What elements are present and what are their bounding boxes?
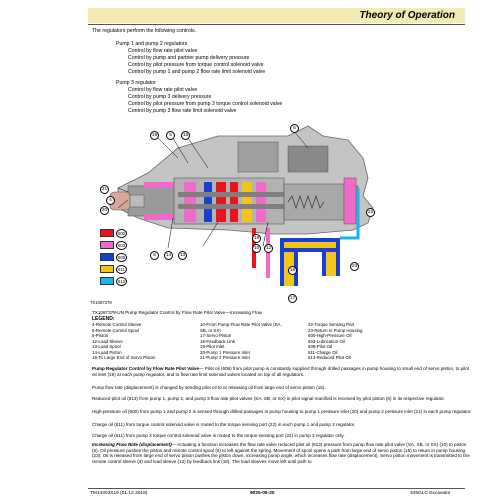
callout-23: 23 [350, 262, 359, 271]
pump3-line: Control by pump 3 delivery pressure [128, 94, 212, 100]
body-paragraph: Reduced pilot oil (613) from pump 1, pum… [92, 396, 445, 401]
servo-passage [343, 177, 357, 225]
lube-oil-area [144, 182, 174, 188]
regulator-diagram: TX1087378 [90, 125, 374, 305]
intro-text: The regulators perform the following con… [92, 28, 197, 34]
body-paragraph: Charge oil (611) from torque control sol… [92, 422, 356, 427]
callout-5: 5 [166, 131, 175, 140]
footer-model: 345GLC Excavator [410, 491, 451, 496]
charge-line-right [326, 252, 336, 276]
header-band-left [88, 8, 210, 23]
swatch-600 [100, 229, 114, 237]
charge-oil-port [242, 182, 252, 222]
upper-valve [237, 141, 279, 173]
callout-22: 22 [366, 208, 375, 217]
upper-valve [287, 145, 329, 173]
high-pressure-port [216, 182, 226, 222]
pump12-heading: Pump 1 and pump 2 regulators [116, 41, 188, 47]
charge-line [284, 242, 336, 248]
pump3-heading: Pump 3 regulator [116, 80, 156, 86]
lube-oil-port [184, 182, 196, 222]
callout-19: 19 [150, 131, 159, 140]
swatch-603 [100, 241, 114, 249]
swatch-613 [100, 277, 114, 285]
pump12-line: Control by pilot pressure from torque co… [128, 62, 264, 68]
pump3-line: Control by pump 3 flow rate limit soleno… [128, 108, 237, 114]
lube-oil-port [256, 182, 266, 222]
header-rule [88, 24, 465, 25]
pilot-oil-port [204, 182, 212, 222]
callout-18: 18 [252, 234, 261, 243]
pump12-line: Control by flow rate pilot valve [128, 48, 198, 54]
swatch-label-609: 609 [116, 253, 127, 262]
body-paragraph: Increasing Flow Rate (displacement)— Act… [92, 442, 470, 465]
load-spool [178, 204, 288, 209]
callout-15: 15 [181, 131, 190, 140]
body-paragraph: Pump Regulator Control by Flow Rate Pilo… [92, 366, 470, 377]
page-title: Theory of Operation [210, 8, 465, 23]
swatch-label-600: 600 [116, 229, 127, 238]
pump12-line: Control by pump and partner pump deliver… [128, 55, 250, 61]
callout-8: 8 [150, 251, 159, 260]
swatch-label-611: 611 [116, 265, 127, 274]
pump3-line: Control by flow rate pilot valve [128, 87, 198, 93]
high-pressure-port [230, 182, 238, 222]
swatch-label-613: 613 [116, 277, 127, 286]
callout-4: 4 [106, 196, 115, 205]
remote-control-spool [178, 192, 288, 197]
figure-code: TX1087378 [90, 300, 112, 305]
spring [287, 194, 325, 210]
body-paragraph: High-pressure oil (600) from pump 1 and … [92, 409, 472, 414]
callout-20: 20 [100, 206, 109, 215]
piston-rod [129, 194, 145, 208]
footer-doc-id: TM14303X19 (01.12.2018) [90, 491, 148, 496]
swatch-609 [100, 253, 114, 261]
swatch-611 [100, 265, 114, 273]
callout-12: 12 [264, 244, 273, 253]
body-paragraph: Charge oil (611) from pump 3 torque cont… [92, 433, 345, 438]
legend-column-2: 10-From Pump Flow Rate Pilot Valve (SA,S… [200, 322, 282, 360]
callout-13: 13 [178, 251, 187, 260]
callout-6: 6 [290, 124, 299, 133]
pump3-line: Control by pilot pressure from pump 3 to… [128, 101, 283, 107]
callout-10: 10 [252, 244, 261, 253]
figure-caption: TX1087378-UN Pump Regulator Control by F… [92, 310, 262, 315]
body-paragraph: Pump flow rate (displacement) is changed… [92, 385, 326, 390]
callout-16: 16 [288, 266, 297, 275]
lube-oil-area [144, 214, 174, 220]
footer-page-number: 9025-05-20 [250, 491, 275, 496]
callout-17: 17 [288, 294, 297, 303]
callout-21: 21 [100, 185, 109, 194]
reduced-pilot-line [340, 188, 360, 240]
swatch-label-603: 603 [116, 241, 127, 250]
footer-rule [88, 488, 465, 489]
callout-14: 14 [164, 251, 173, 260]
legend-title: LEGEND: [92, 316, 115, 322]
pump12-line: Control by pump 1 and pump 2 flow rate l… [128, 69, 266, 75]
